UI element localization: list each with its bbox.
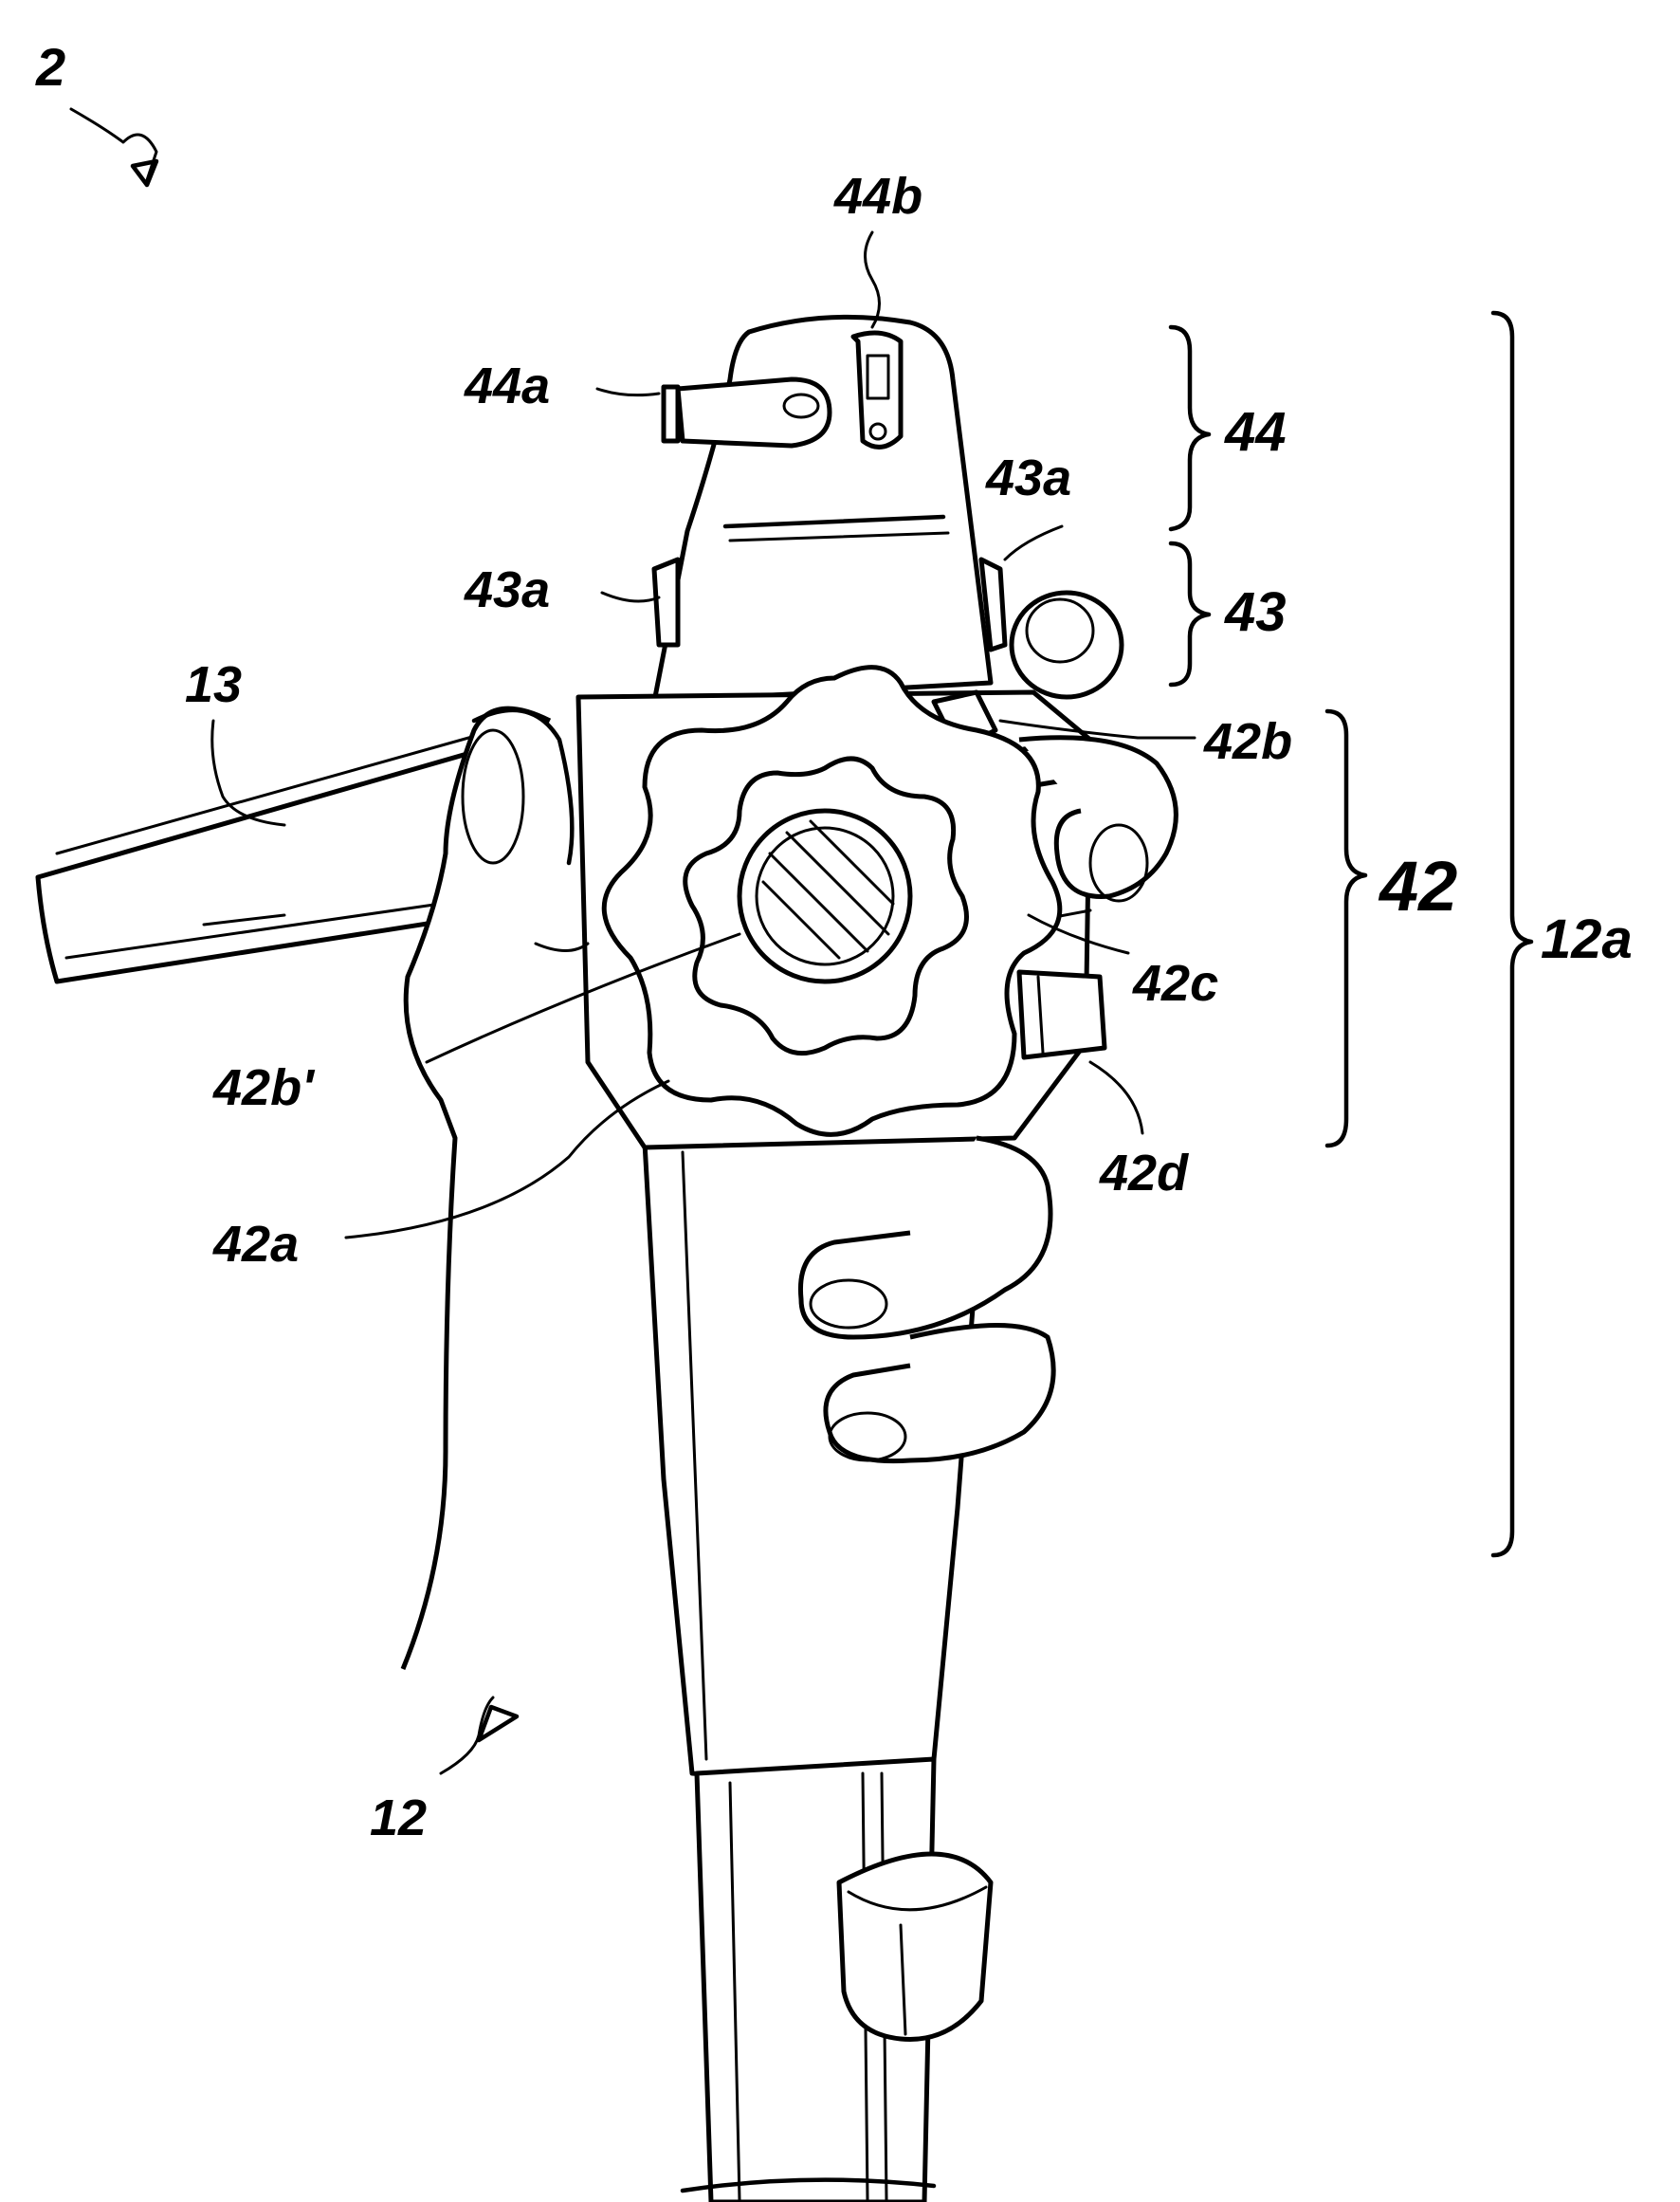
hand-thumb — [400, 706, 590, 1670]
bracket-42 — [1324, 708, 1368, 1148]
label-42d: 42d — [1099, 1145, 1189, 1202]
brackets — [1168, 310, 1534, 1558]
bracket-44 — [1168, 324, 1212, 532]
label-42b: 42b — [1203, 713, 1292, 770]
center-lock-42b-prime — [737, 808, 913, 984]
label-12a: 12a — [1541, 908, 1633, 970]
leader-lines — [69, 107, 1196, 1775]
label-43: 43 — [1224, 581, 1287, 643]
universal-cord-13 — [35, 733, 515, 984]
label-44: 44 — [1224, 401, 1287, 463]
label-44b: 44b — [833, 168, 922, 225]
reference-labels: 2 44b 44a 44 43a 43a 43 13 42b 42 12a 42… — [35, 37, 1633, 1846]
label-43a-left: 43a — [464, 561, 550, 618]
label-43a-right: 43a — [985, 450, 1071, 506]
bracket-12a — [1490, 310, 1534, 1558]
label-42b-prime: 42b' — [212, 1059, 316, 1116]
hand-fingers — [797, 735, 1178, 1464]
label-13: 13 — [185, 656, 242, 713]
label-42c: 42c — [1132, 955, 1218, 1012]
label-42: 42 — [1378, 847, 1457, 926]
label-12: 12 — [370, 1789, 427, 1846]
label-42a: 42a — [212, 1216, 299, 1273]
bracket-43 — [1168, 541, 1212, 688]
label-44a: 44a — [464, 358, 550, 414]
forceps-port — [836, 1851, 994, 2042]
upper-head — [651, 314, 1124, 705]
label-fig-ref: 2 — [35, 37, 65, 97]
